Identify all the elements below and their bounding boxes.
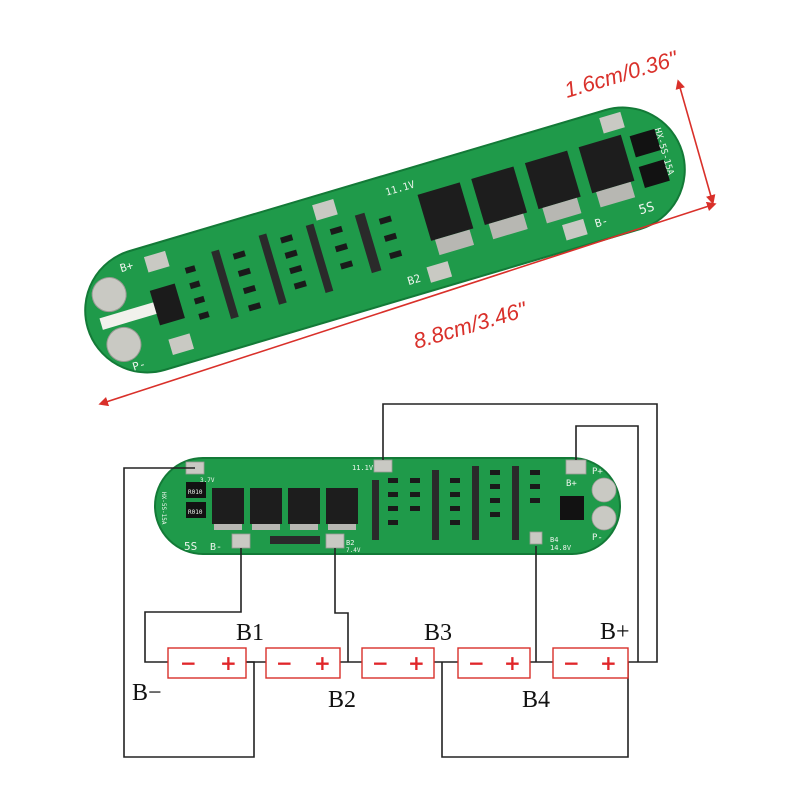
label-b1: B1 (236, 620, 264, 646)
width-dimension-arrow (675, 79, 716, 205)
cell-3-plus: + (408, 651, 425, 675)
label-b2: B2 (328, 687, 356, 713)
label-b-minus: B− (132, 680, 162, 706)
bottom-label-v-b2: 7.4V (346, 547, 361, 554)
bottom-label-r010-b: R010 (188, 509, 203, 516)
cell-2-plus: + (314, 651, 331, 675)
cell-4-plus: + (504, 651, 521, 675)
cell-4-minus: − (468, 651, 485, 675)
bottom-label-b-plus: B+ (566, 479, 577, 489)
bottom-label-b-minus: B- (210, 542, 222, 553)
pad-p-minus (591, 505, 617, 531)
bottom-pads (185, 459, 617, 549)
bottom-mosfets: R010 R010 (186, 482, 358, 530)
pad-b-plus (565, 459, 587, 475)
cell-5-minus: − (563, 651, 580, 675)
cell-1-plus: + (220, 651, 237, 675)
cell-4: − + (457, 647, 531, 679)
bottom-label-v-b3: 11.1V (352, 464, 374, 472)
bottom-label-p-plus: P+ (592, 467, 603, 477)
pad-p-plus (591, 477, 617, 503)
bottom-label-model: HX-5S-15A (160, 492, 167, 525)
wiring-lines (123, 403, 658, 758)
cell-5-plus: + (600, 651, 617, 675)
label-b3: B3 (424, 620, 452, 646)
bottom-board: R010 R010 5S B- B2 7 (154, 457, 621, 555)
cell-5: − + (552, 647, 629, 679)
pad-b3 (373, 459, 393, 473)
length-dimension-arrow (98, 201, 717, 407)
width-dimension-label: 1.6cm/0.36" (561, 45, 681, 102)
cell-1: − + (167, 647, 247, 679)
bottom-label-b2: B2 (346, 539, 354, 547)
bottom-label-r010-a: R010 (188, 489, 203, 496)
bottom-label-p-minus: P- (592, 533, 603, 543)
cell-2-minus: − (276, 651, 293, 675)
label-b4: B4 (522, 687, 550, 713)
bottom-label-5s: 5S (184, 540, 197, 553)
bottom-label-v-b4: 14.8V (550, 544, 572, 552)
bottom-label-v-b1: 3.7V (200, 477, 215, 484)
length-dimension-label: 8.8cm/3.46" (410, 296, 530, 353)
cell-1-minus: − (180, 651, 197, 675)
bottom-label-b4: B4 (550, 536, 558, 544)
pad-b4 (529, 531, 543, 545)
pad-b2 (325, 533, 345, 549)
bottom-smd-parts (270, 466, 584, 544)
cell-3: − + (361, 647, 435, 679)
cell-3-minus: − (372, 651, 389, 675)
pad-b-minus (231, 533, 251, 549)
cell-2: − + (265, 647, 341, 679)
label-b-plus: B+ (600, 619, 630, 645)
